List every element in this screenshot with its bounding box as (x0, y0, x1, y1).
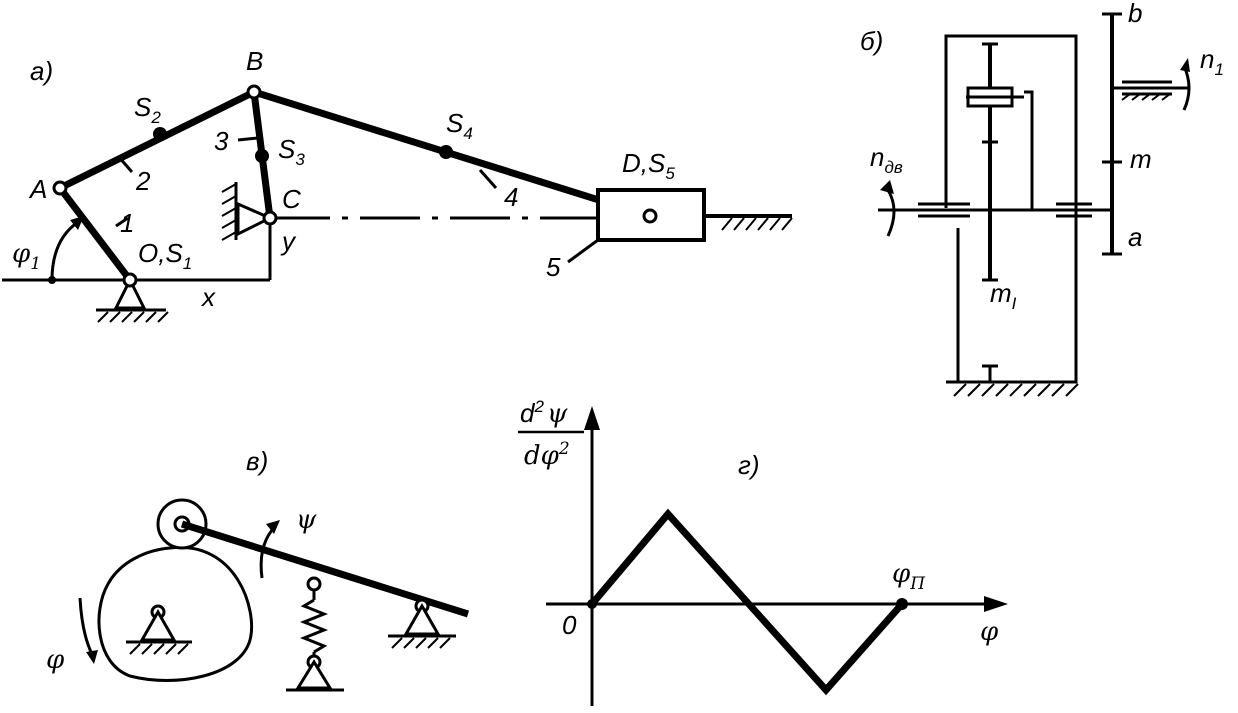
o-letter: O,S (138, 238, 183, 268)
phi-p-label: φП (892, 559, 926, 594)
s4-label: S4 (446, 108, 473, 143)
origin-label: 0 (562, 610, 577, 640)
psi-label: ψ (296, 505, 317, 535)
y-axis-label-denominator: dφ2 (524, 439, 570, 471)
s3-sub: 3 (295, 150, 305, 169)
phi1-letter: φ (12, 239, 31, 269)
link-5-label: 5 (546, 252, 561, 282)
s4-sub: 4 (463, 124, 472, 143)
figure-a-mechanism: а) A B C S2 S3 S4 D,S5 O,S1 1 2 3 4 5 φ1… (2, 46, 793, 323)
figure-b-part-label: б) (860, 26, 883, 56)
gear-ml-label: mI (990, 278, 1017, 313)
phi-label: φ (46, 645, 65, 675)
s3-letter: S (278, 134, 296, 164)
y-axis-arrow (584, 406, 600, 430)
link-3-label: 3 (214, 126, 229, 156)
s2-sub: 2 (150, 108, 161, 127)
phi-p-point (896, 598, 908, 610)
gear-a-label: a (1128, 222, 1142, 252)
d-sub: 5 (665, 164, 675, 183)
gear-b-label: b (1128, 0, 1142, 28)
output-speed-label: n1 (1200, 44, 1224, 79)
d-letter: D,S (622, 148, 666, 178)
x-axis-arrow (984, 596, 1008, 612)
acceleration-curve (589, 508, 905, 696)
ylabel-d-sup: 2 (533, 397, 544, 416)
figure-b-gear-train: б) b m a mI nдв n1 (860, 0, 1224, 397)
point-a-label: A (28, 174, 47, 204)
s2-letter: S (134, 92, 152, 122)
point-b-label: B (246, 46, 263, 76)
phi-p-sub: П (909, 574, 926, 594)
phi1-label: φ1 (12, 239, 41, 274)
link-1-label: 1 (120, 208, 134, 238)
origin-point (587, 599, 597, 609)
axis-y-label: y (280, 226, 297, 256)
ml-sub: I (1012, 294, 1017, 313)
ylabel-dphi-sup: 2 (558, 439, 570, 459)
link-4-label: 4 (504, 182, 518, 212)
s3-label: S3 (278, 134, 305, 169)
phi1-sub: 1 (30, 254, 41, 274)
input-speed-label: nдв (870, 142, 903, 177)
axis-x-label: x (200, 282, 216, 312)
ylabel-psi: ψ (547, 399, 568, 429)
s2-label: S2 (134, 92, 161, 127)
output-speed-letter: n (1200, 44, 1214, 74)
output-speed-sub: 1 (1214, 60, 1223, 79)
o-sub: 1 (183, 254, 192, 273)
gear-m-label: m (1130, 144, 1152, 174)
point-c-label: C (282, 184, 301, 214)
point-d-label: D,S5 (622, 148, 675, 183)
phi-p-letter: φ (892, 559, 911, 589)
figure-v-cam-mechanism: в) ψ φ (46, 446, 470, 692)
link-2-label: 2 (135, 166, 151, 196)
input-speed-letter: n (870, 142, 884, 172)
ml-letter: m (990, 278, 1012, 308)
figure-g-part-label: г) (738, 450, 759, 480)
ylabel-dphi: dφ (524, 441, 560, 471)
ylabel-d: d (520, 398, 536, 428)
figure-a-part-label: а) (30, 56, 53, 86)
x-axis-label: φ (980, 617, 999, 647)
input-speed-sub: дв (884, 158, 902, 177)
figure-v-part-label: в) (246, 446, 268, 476)
point-o-label: O,S1 (138, 238, 192, 273)
s4-letter: S (446, 108, 464, 138)
